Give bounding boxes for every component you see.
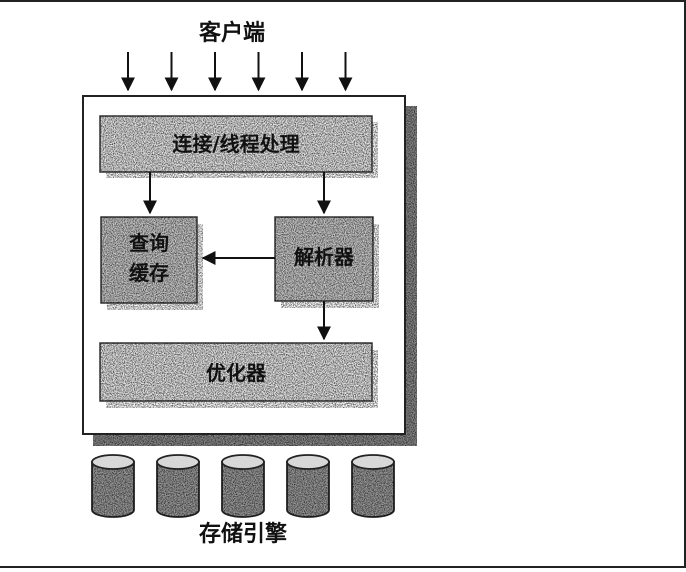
- storage-cylinder: [91, 454, 135, 518]
- query-cache-label-line1: 查询: [129, 231, 169, 255]
- clients-label: 客户端: [199, 20, 265, 46]
- storage-cylinder: [156, 454, 200, 518]
- optimizer-texture: [100, 343, 372, 401]
- storage-cylinder: [221, 454, 265, 518]
- parser-texture: [275, 217, 373, 301]
- storage-engine-cylinders: [91, 454, 395, 518]
- storage-cylinder: [351, 454, 395, 518]
- parser-label: 解析器: [294, 245, 355, 269]
- storage-engine-label: 存储引擎: [199, 521, 287, 547]
- storage-cylinder: [286, 454, 330, 518]
- client-arrows: [121, 52, 353, 92]
- connection-box-label: 连接/线程处理: [172, 132, 299, 156]
- query-cache-label-line2: 缓存: [129, 261, 169, 285]
- optimizer-label: 优化器: [206, 361, 267, 385]
- connection-box-texture: [100, 116, 372, 172]
- query-cache-texture: [101, 217, 197, 303]
